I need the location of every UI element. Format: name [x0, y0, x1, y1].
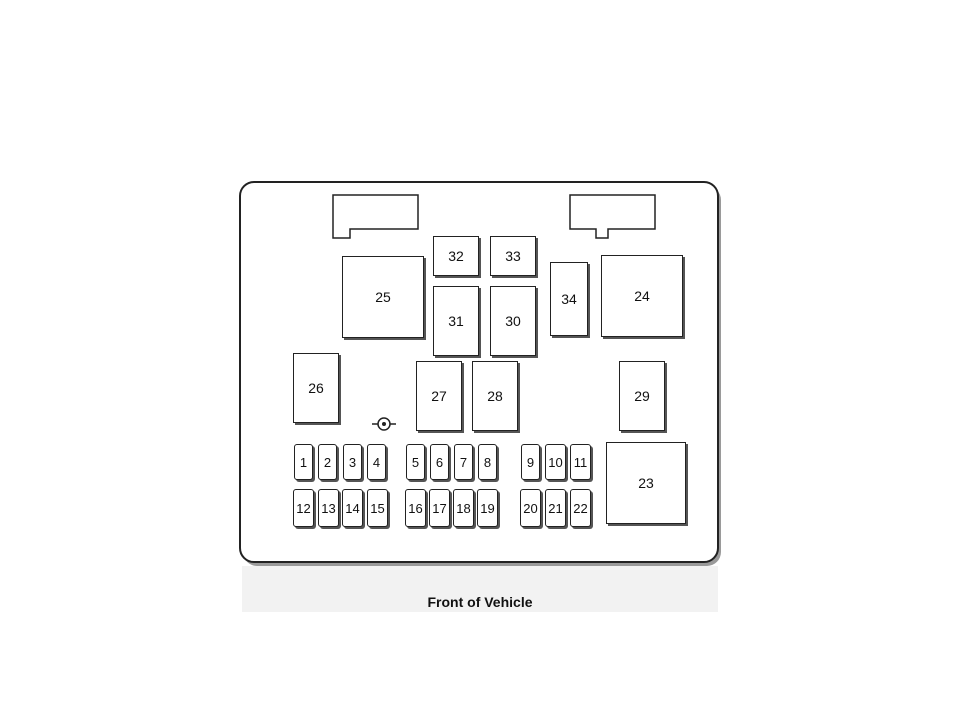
fuse-7: 7 — [454, 444, 473, 480]
relay-33: 33 — [490, 236, 536, 276]
fuse-18: 18 — [453, 489, 474, 527]
fuse-3: 3 — [343, 444, 362, 480]
fuse-10: 10 — [545, 444, 566, 480]
fuse-8: 8 — [478, 444, 497, 480]
fuse-11: 11 — [570, 444, 591, 480]
fuse-19: 19 — [477, 489, 498, 527]
relay-34: 34 — [550, 262, 588, 336]
diagram-caption: Front of Vehicle — [240, 594, 720, 610]
relay-31: 31 — [433, 286, 479, 356]
relay-30: 30 — [490, 286, 536, 356]
fuse-12: 12 — [293, 489, 314, 527]
fuse-4: 4 — [367, 444, 386, 480]
fuse-17: 17 — [429, 489, 450, 527]
relay-32: 32 — [433, 236, 479, 276]
relay-24: 24 — [601, 255, 683, 337]
relay-25: 25 — [342, 256, 424, 338]
fuse-16: 16 — [405, 489, 426, 527]
relay-23: 23 — [606, 442, 686, 524]
fuse-14: 14 — [342, 489, 363, 527]
fuse-6: 6 — [430, 444, 449, 480]
relay-26: 26 — [293, 353, 339, 423]
relay-27: 27 — [416, 361, 462, 431]
fuse-15: 15 — [367, 489, 388, 527]
relay-28: 28 — [472, 361, 518, 431]
relay-29: 29 — [619, 361, 665, 431]
fuse-22: 22 — [570, 489, 591, 527]
fuse-20: 20 — [520, 489, 541, 527]
fuse-1: 1 — [294, 444, 313, 480]
fuse-2: 2 — [318, 444, 337, 480]
mounting-screw-icon — [370, 414, 398, 434]
fuse-13: 13 — [318, 489, 339, 527]
fuse-9: 9 — [521, 444, 540, 480]
fuse-21: 21 — [545, 489, 566, 527]
fuse-5: 5 — [406, 444, 425, 480]
